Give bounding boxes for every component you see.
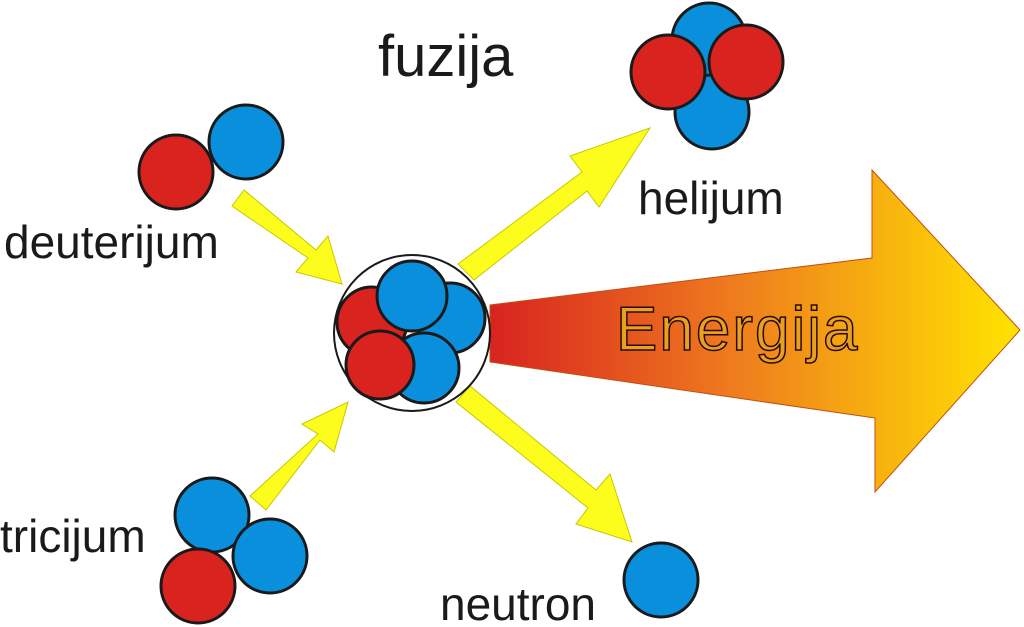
fused-nucleus	[333, 254, 491, 412]
arrow-center-to-helium	[457, 127, 652, 281]
neutron-icon	[207, 103, 285, 181]
tritium-label: tricijum	[0, 510, 146, 562]
proton-icon	[159, 547, 237, 625]
page-title: fuzija	[378, 24, 514, 89]
helium-label: helijum	[638, 172, 784, 224]
neutron-label: neutron	[440, 578, 596, 627]
arrow-deuterium-to-center	[231, 189, 343, 285]
deuterium-label: deuterijum	[4, 216, 219, 268]
proton-icon	[629, 33, 707, 111]
tritium-nucleus	[159, 476, 309, 625]
energy-label: Energija	[616, 295, 859, 364]
arrow-tritium-to-center	[249, 401, 349, 511]
arrow-center-to-neutron	[455, 385, 633, 543]
helium-nucleus	[629, 1, 785, 151]
neutron-icon	[622, 541, 700, 619]
neutron-icon	[231, 517, 309, 595]
deuterium-nucleus	[137, 103, 285, 211]
energy-arrow	[489, 168, 1021, 494]
proton-icon	[707, 23, 785, 101]
proton-icon	[344, 329, 416, 401]
neutron-icon	[375, 259, 449, 333]
proton-icon	[137, 133, 215, 211]
